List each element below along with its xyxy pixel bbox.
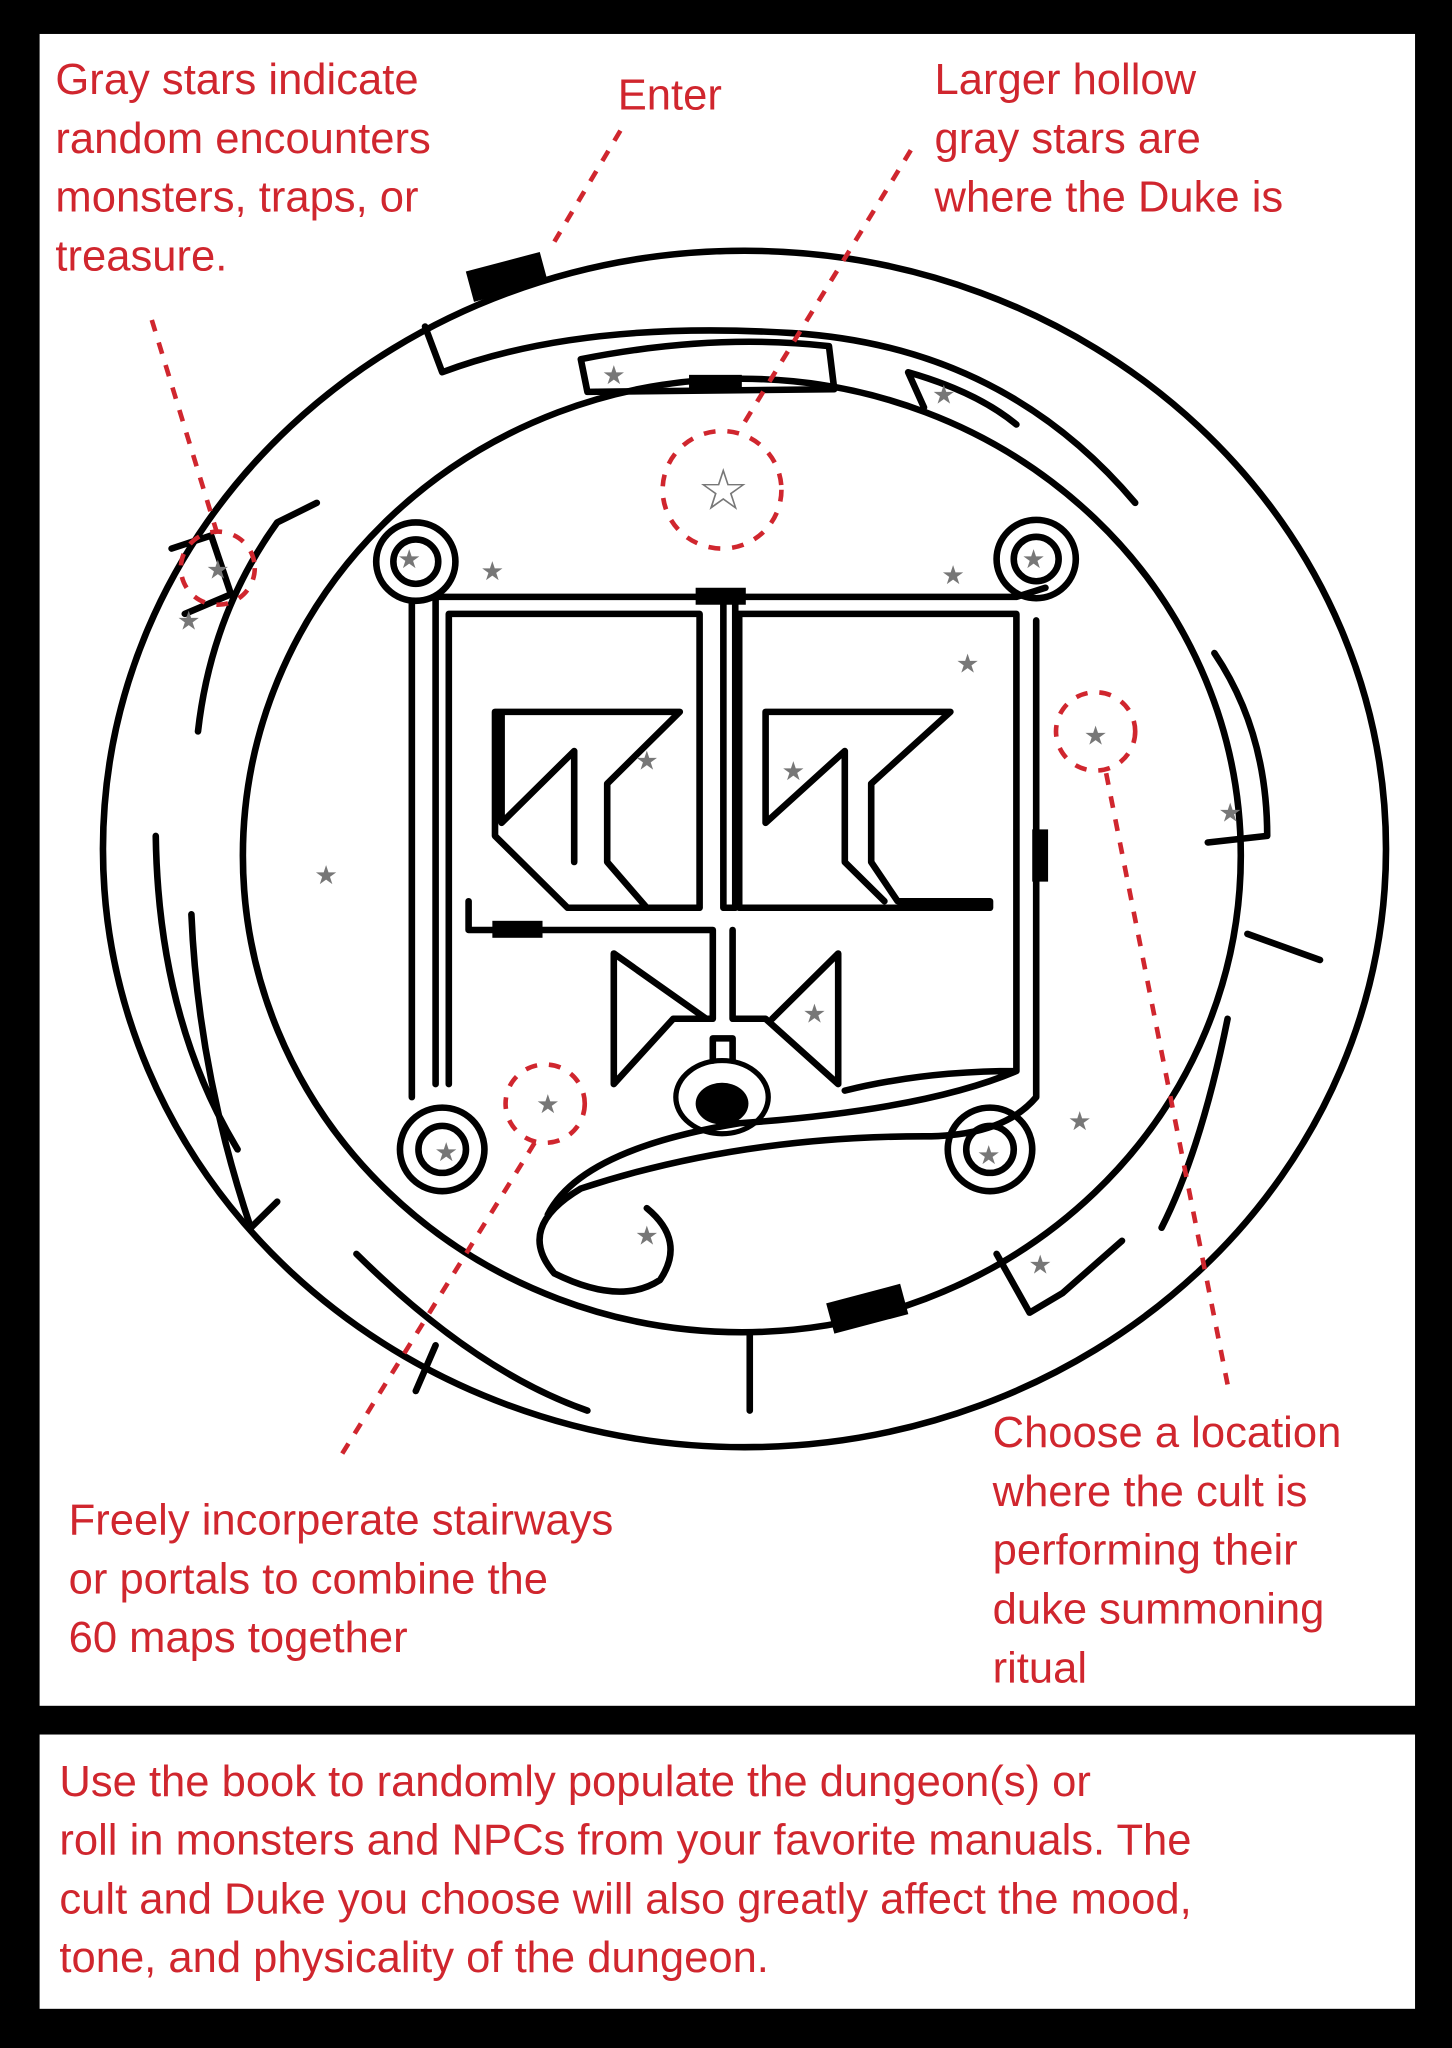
gray-star-icon: ★ <box>1218 799 1242 829</box>
corner-room <box>1010 533 1062 585</box>
corner-room <box>993 516 1080 602</box>
sigil-eye <box>673 1057 771 1137</box>
footer-text: Use the book to randomly populate the du… <box>59 1758 1203 1982</box>
gray-star-icon: ★ <box>977 1141 1001 1171</box>
gray-star-icon: ★ <box>481 557 505 587</box>
corner-room <box>390 536 442 588</box>
gray-star-icon: ★ <box>1084 722 1108 752</box>
map-panel <box>39 33 1416 1706</box>
corner-room <box>372 519 459 605</box>
door <box>492 920 543 938</box>
outer-wall <box>99 247 1390 1451</box>
gray-star-icon: ★ <box>602 361 626 391</box>
gray-star-icon: ★ <box>536 1090 560 1120</box>
gray-star-icon: ★ <box>932 381 956 411</box>
gray-star-icon: ★ <box>434 1138 458 1168</box>
dungeon-map <box>99 247 1390 1451</box>
encounter-stars: ★ ★ ★ ★ ★ ★ ★ ★ ★ ★ ★ ★ ★ ★ ★ ★ ★ ★ ★ ★ … <box>177 361 1242 1280</box>
enter-label: Enter <box>618 72 722 120</box>
gray-stars-note: Gray stars indicate random encounters mo… <box>55 56 442 280</box>
corner-room <box>944 1104 1036 1195</box>
gray-star-icon: ★ <box>1068 1107 1092 1137</box>
ring-walls <box>152 323 1324 1414</box>
gray-star-icon: ★ <box>397 545 421 575</box>
gray-star-icon: ★ <box>1028 1251 1052 1281</box>
gray-star-icon: ★ <box>635 1222 659 1252</box>
door <box>826 1283 909 1334</box>
gray-star-icon: ★ <box>314 861 338 891</box>
gray-star-icon: ★ <box>206 556 230 586</box>
gray-star-icon: ★ <box>781 757 805 787</box>
stairways-note: Freely incorperate stairways or portals … <box>69 1497 626 1662</box>
door <box>1032 829 1049 882</box>
duke-stars-note: Larger hollow gray stars are where the D… <box>934 56 1284 221</box>
corner-room <box>396 1104 488 1195</box>
footer-panel <box>39 1734 1416 2009</box>
callout-lines <box>149 129 1230 1458</box>
door <box>689 374 742 391</box>
gray-star-icon: ★ <box>956 650 980 680</box>
hollow-star-icon: ☆ <box>697 456 749 524</box>
gray-star-icon: ★ <box>803 1000 827 1030</box>
corner-room <box>962 1122 1018 1177</box>
gray-star-icon: ★ <box>635 746 659 776</box>
sigil-walls <box>408 584 1049 1295</box>
entrance-door <box>465 251 548 302</box>
ritual-note: Choose a location where the cult is perf… <box>992 1409 1354 1692</box>
corner-room <box>415 1122 470 1177</box>
gray-star-icon: ★ <box>1022 545 1046 575</box>
door <box>695 587 746 605</box>
gray-star-icon: ★ <box>941 561 965 591</box>
gray-star-icon: ★ <box>177 607 201 637</box>
sigil-pit <box>695 1082 749 1125</box>
